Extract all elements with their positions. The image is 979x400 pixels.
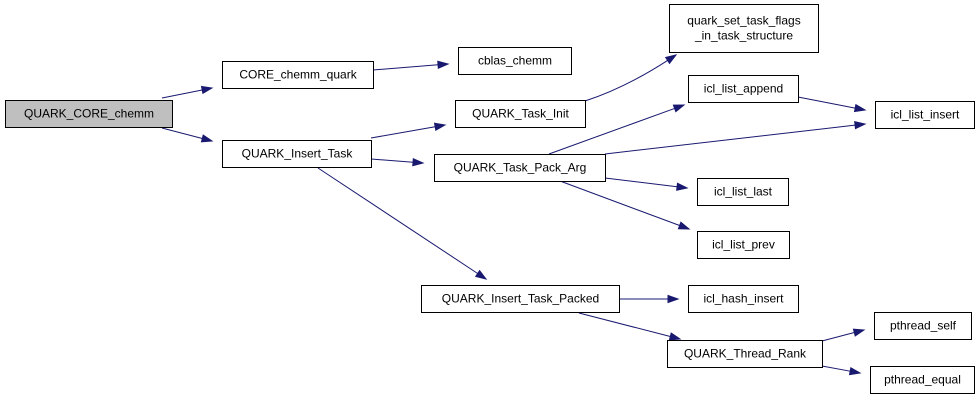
arrowhead-icon <box>200 134 214 143</box>
arrowhead-icon <box>412 158 425 167</box>
edge-line <box>559 180 680 226</box>
edge-line <box>548 107 675 155</box>
node-box[interactable] <box>688 285 799 313</box>
node-cblas_chemm[interactable]: cblas_chemm <box>458 47 572 75</box>
node-box[interactable] <box>669 4 819 53</box>
edge-icl_list_append-to-icl_list_insert <box>797 96 867 113</box>
node-pthread_self[interactable]: pthread_self <box>874 312 972 340</box>
node-box[interactable] <box>458 47 572 75</box>
edge-QUARK_Insert_Task-to-QUARK_Task_Init <box>370 122 447 139</box>
edge-line <box>372 64 439 71</box>
arrowhead-icon <box>676 182 689 191</box>
node-box[interactable] <box>688 75 799 103</box>
node-icl_hash_insert[interactable]: icl_hash_insert <box>688 285 799 313</box>
edge-QUARK_CORE_chemm-to-CORE_chemm_quark <box>161 85 214 99</box>
edge-QUARK_Insert_Task-to-QUARK_Task_Pack_Arg <box>370 158 425 167</box>
arrowhead-icon <box>848 366 862 376</box>
edge-line <box>317 167 478 274</box>
node-label: icl_list_last <box>714 185 773 199</box>
edge-line <box>604 177 678 188</box>
node-label: icl_list_prev <box>712 238 775 252</box>
node-box[interactable] <box>421 285 620 313</box>
node-icl_list_append[interactable]: icl_list_append <box>688 75 799 103</box>
node-label: QUARK_Insert_Task <box>242 147 354 161</box>
node-box[interactable] <box>875 101 975 129</box>
node-QUARK_Task_Pack_Arg[interactable]: QUARK_Task_Pack_Arg <box>434 154 606 182</box>
arrowhead-icon <box>668 332 682 341</box>
node-box[interactable] <box>222 140 372 168</box>
arrowhead-icon <box>200 85 214 95</box>
arrowhead-icon <box>474 269 488 280</box>
node-icl_list_insert[interactable]: icl_list_insert <box>875 101 975 129</box>
edge-QUARK_Insert_Task_Packed-to-QUARK_Thread_Rank <box>578 312 682 341</box>
node-label: QUARK_Task_Pack_Arg <box>454 161 587 175</box>
node-label: QUARK_CORE_chemm <box>24 107 154 121</box>
arrowhead-icon <box>672 104 686 113</box>
node-box[interactable] <box>870 366 975 394</box>
arrowhead-icon <box>853 103 867 113</box>
node-quark_set_task_flags_in_task_structure[interactable]: quark_set_task_flags_in_task_structure <box>669 4 819 53</box>
edge-QUARK_Task_Pack_Arg-to-icl_list_prev <box>559 180 691 230</box>
node-label: CORE_chemm_quark <box>239 68 357 82</box>
node-label: pthread_self <box>890 319 957 333</box>
node-label: icl_hash_insert <box>703 292 784 306</box>
arrowhead-icon <box>433 122 447 131</box>
edge-line <box>578 312 671 337</box>
node-QUARK_CORE_chemm[interactable]: QUARK_CORE_chemm <box>5 100 173 128</box>
edge-QUARK_Thread_Rank-to-pthread_equal <box>821 365 862 376</box>
arrowhead-icon <box>667 294 680 304</box>
edge-QUARK_Task_Init-to-quark_set_task_flags_in_task_structure <box>584 54 678 102</box>
node-icl_list_prev[interactable]: icl_list_prev <box>697 231 790 259</box>
edge-line <box>161 89 203 99</box>
edge-QUARK_Task_Pack_Arg-to-icl_list_last <box>604 177 689 191</box>
edge-QUARK_Task_Pack_Arg-to-icl_list_insert <box>604 121 867 155</box>
edge-line <box>161 127 203 139</box>
node-QUARK_Thread_Rank[interactable]: QUARK_Thread_Rank <box>667 340 823 368</box>
edge-line <box>821 332 855 342</box>
node-label: QUARK_Task_Init <box>472 107 569 121</box>
node-label: QUARK_Insert_Task_Packed <box>442 292 599 306</box>
node-label: QUARK_Thread_Rank <box>684 347 807 361</box>
edge-QUARK_Insert_Task-to-QUARK_Insert_Task_Packed <box>317 167 488 280</box>
edge-line <box>821 365 851 372</box>
edge-line <box>370 126 436 139</box>
node-box[interactable] <box>667 340 823 368</box>
node-box[interactable] <box>697 231 790 259</box>
node-QUARK_Insert_Task_Packed[interactable]: QUARK_Insert_Task_Packed <box>421 285 620 313</box>
edge-line <box>604 124 856 155</box>
node-label: _in_task_structure <box>694 29 793 43</box>
node-QUARK_Task_Init[interactable]: QUARK_Task_Init <box>455 100 586 128</box>
node-label: cblas_chemm <box>478 54 552 68</box>
node-icl_list_last[interactable]: icl_list_last <box>697 178 789 206</box>
call-graph-nodes: QUARK_CORE_chemm CORE_chemm_quark cblas_ch… <box>5 4 975 394</box>
arrowhead-icon <box>437 60 450 70</box>
edge-line <box>370 158 414 163</box>
arrowhead-icon <box>852 328 866 337</box>
edge-QUARK_Insert_Task_Packed-to-icl_hash_insert <box>619 294 680 304</box>
edge-QUARK_Task_Pack_Arg-to-icl_list_append <box>548 104 686 155</box>
node-box[interactable] <box>222 61 374 89</box>
node-box[interactable] <box>5 100 173 128</box>
arrowhead-icon <box>664 54 678 65</box>
arrowhead-icon <box>677 221 691 230</box>
node-QUARK_Insert_Task[interactable]: QUARK_Insert_Task <box>222 140 372 168</box>
node-box[interactable] <box>434 154 606 182</box>
node-box[interactable] <box>455 100 586 128</box>
node-box[interactable] <box>697 178 789 206</box>
node-pthread_equal[interactable]: pthread_equal <box>870 366 975 394</box>
node-label: pthread_equal <box>884 373 961 387</box>
node-box[interactable] <box>874 312 972 340</box>
call-graph-edges <box>161 54 867 376</box>
node-label: quark_set_task_flags <box>687 14 800 28</box>
node-label: icl_list_insert <box>891 108 960 122</box>
edge-line <box>584 60 668 102</box>
node-label: icl_list_append <box>704 82 783 96</box>
edge-QUARK_CORE_chemm-to-QUARK_Insert_Task <box>161 127 214 143</box>
node-CORE_chemm_quark[interactable]: CORE_chemm_quark <box>222 61 374 89</box>
arrowhead-icon <box>854 121 867 130</box>
edge-line <box>797 96 856 109</box>
edge-QUARK_Thread_Rank-to-pthread_self <box>821 328 866 342</box>
edge-CORE_chemm_quark-to-cblas_chemm <box>372 60 450 71</box>
